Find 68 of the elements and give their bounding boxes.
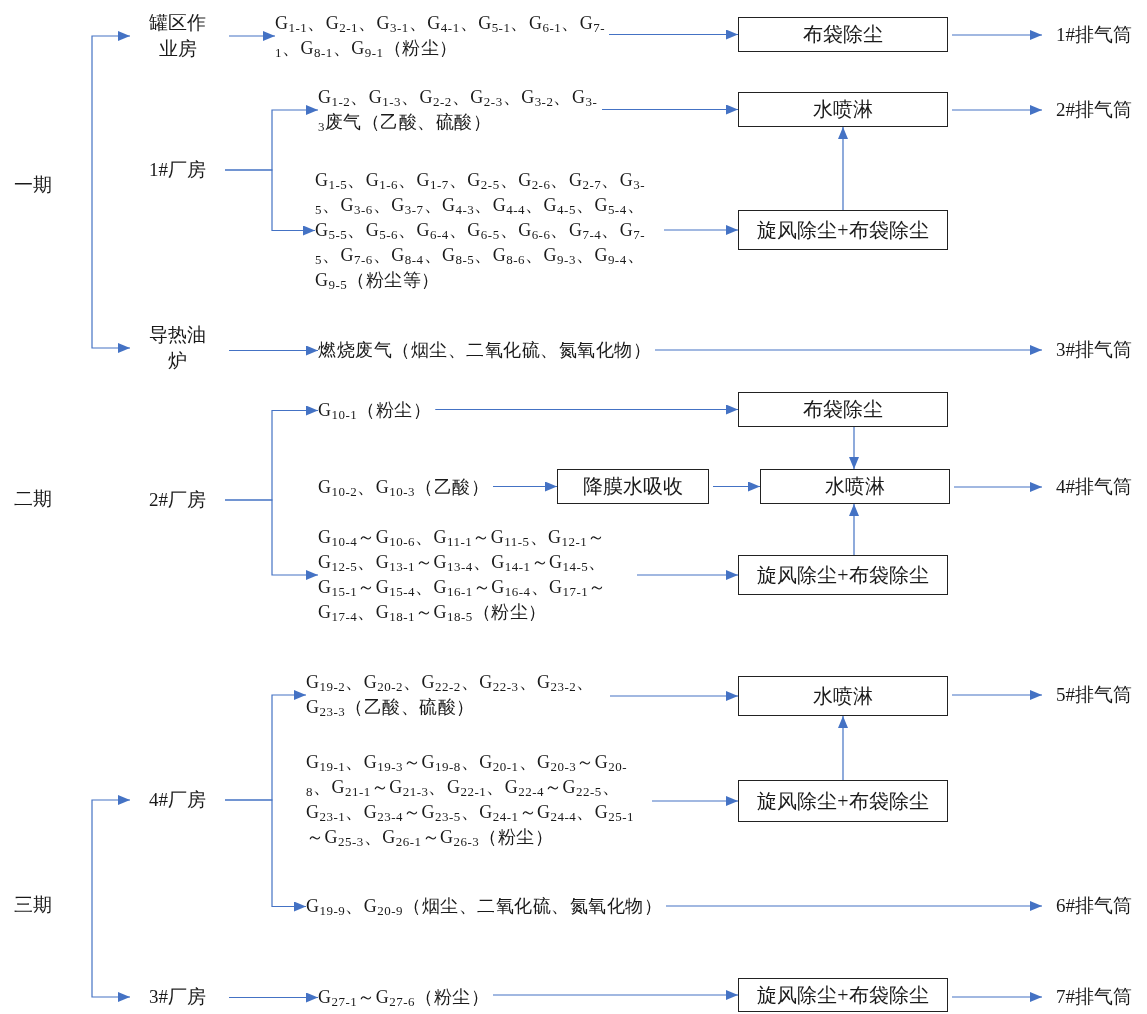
arrow — [91, 795, 131, 906]
arrow — [91, 904, 131, 1002]
stack-label: 6#排气筒 — [1042, 893, 1146, 919]
arrow — [224, 499, 319, 580]
source-label: 罐区作业房 — [130, 8, 225, 64]
arrow — [953, 482, 1043, 492]
arrow — [951, 992, 1043, 1002]
source-label: 1#厂房 — [130, 157, 225, 183]
phase-label: 三期 — [8, 892, 58, 918]
phase-label: 一期 — [8, 172, 58, 198]
treatment-box: 旋风除尘+布袋除尘 — [738, 780, 948, 822]
stack-label: 3#排气筒 — [1042, 337, 1146, 363]
arrow — [838, 126, 848, 211]
emission-text: 燃烧废气（烟尘、二氧化硫、氮氧化物） — [318, 338, 651, 363]
stack-label: 2#排气筒 — [1042, 97, 1146, 123]
emission-text: G$_{19-9}$、G$_{20-9}$（烟尘、二氧化硫、氮氧化物） — [306, 894, 662, 919]
emission-text: G$_{10-2}$、G$_{10-3}$（乙酸） — [318, 475, 489, 500]
arrow — [601, 104, 739, 115]
treatment-box: 旋风除尘+布袋除尘 — [738, 555, 948, 595]
source-label: 2#厂房 — [130, 487, 225, 513]
arrow — [651, 796, 739, 806]
emission-text: G$_{19-1}$、G$_{19-3}$～G$_{19-8}$、G$_{20-1}$、G$_{20-3}$～G$_{20-}$$_{8}$、G$_{21-1}$～G$_{21-3}$、G$_{22-1}$、G$_{22-4}$～G$_{22-5}$、G$_{23-1}$、G$_{23-4}$～G$_{23-5}$、G$_{24-1}$～G$_{24-4}$、G$_{25-1}$～G$_{25-3}$、G$_{26-1}$～G$_{26-3}$（粉尘） — [306, 750, 648, 850]
treatment-box: 旋风除尘+布袋除尘 — [738, 210, 948, 250]
stack-label: 1#排气筒 — [1042, 22, 1146, 48]
emission-text: G$_{1-2}$、G$_{1-3}$、G$_{2-2}$、G$_{2-3}$、G$_{3-2}$、G$_{3-}$$_{3}$废气（乙酸、硫酸） — [318, 85, 598, 135]
arrow — [228, 31, 276, 41]
arrow — [654, 345, 1043, 355]
treatment-box: 水喷淋 — [738, 676, 948, 716]
emission-text: G$_{10-1}$（粉尘） — [318, 398, 432, 423]
arrow — [91, 190, 131, 353]
emission-text: G$_{10-4}$～G$_{10-6}$、G$_{11-1}$～G$_{11-5}$、G$_{12-1}$～G$_{12-5}$、G$_{13-1}$～G$_{13-4}$、G$_{14-1}$～G$_{14-5}$、G$_{15-1}$～G$_{15-4}$、G$_{16-1}$～G$_{16-4}$、G$_{17-1}$～G$_{17-4}$、G$_{18-1}$～G$_{18-5}$（粉尘） — [318, 525, 633, 625]
arrow — [434, 404, 739, 415]
source-label: 导热油炉 — [130, 320, 225, 376]
emission-text: G$_{1-1}$、G$_{2-1}$、G$_{3-1}$、G$_{4-1}$、G$_{5-1}$、G$_{6-1}$、G$_{7-}$$_{1}$、G$_{8-1}$、G$_{9-1}$（粉尘） — [275, 11, 605, 61]
arrow — [665, 901, 1043, 911]
stack-label: 4#排气筒 — [1042, 474, 1146, 500]
source-label: 3#厂房 — [130, 984, 225, 1010]
phase-label: 二期 — [8, 486, 58, 512]
treatment-box: 水喷淋 — [760, 469, 950, 504]
treatment-box: 旋风除尘+布袋除尘 — [738, 978, 948, 1012]
treatment-box: 布袋除尘 — [738, 392, 948, 427]
emission-text: G$_{27-1}$～G$_{27-6}$（粉尘） — [318, 985, 489, 1010]
arrow — [838, 715, 848, 781]
arrow — [636, 570, 739, 580]
arrow — [951, 30, 1043, 40]
arrow — [224, 799, 307, 912]
treatment-box: 水喷淋 — [738, 92, 948, 127]
arrow — [91, 31, 131, 192]
emission-text: G$_{1-5}$、G$_{1-6}$、G$_{1-7}$、G$_{2-5}$、G$_{2-6}$、G$_{2-7}$、G$_{3-}$$_{5}$、G$_{3-6}$、G$_{3-7}$、G$_{4-3}$、G$_{4-4}$、G$_{4-5}$、G$_{5-4}$、G$_{5-5}$、G$_{5-6}$、G$_{6-4}$、G$_{6-5}$、G$_{6-6}$、G$_{7-4}$、G$_{7-}$$_{5}$、G$_{7-6}$、G$_{8-4}$、G$_{8-5}$、G$_{8-6}$、G$_{9-3}$、G$_{9-4}$、G$_{9-5}$（粉尘等） — [315, 168, 660, 293]
arrow — [951, 690, 1043, 700]
treatment-box: 降膜水吸收 — [557, 469, 709, 504]
arrow — [663, 225, 739, 235]
arrow — [608, 29, 739, 40]
treatment-box: 布袋除尘 — [738, 17, 948, 52]
arrow — [712, 481, 761, 492]
arrow — [849, 503, 859, 556]
source-label: 4#厂房 — [130, 787, 225, 813]
arrow — [228, 345, 319, 356]
arrow — [951, 105, 1043, 115]
arrow — [228, 992, 319, 1003]
arrow — [609, 691, 739, 701]
emission-text: G$_{19-2}$、G$_{20-2}$、G$_{22-2}$、G$_{22-3}$、G$_{23-2}$、G$_{23-3}$（乙酸、硫酸） — [306, 670, 606, 720]
arrow — [849, 426, 859, 470]
stack-label: 7#排气筒 — [1042, 984, 1146, 1010]
stack-label: 5#排气筒 — [1042, 682, 1146, 708]
arrow — [224, 169, 316, 236]
arrow — [492, 481, 558, 492]
arrow — [492, 990, 739, 1000]
